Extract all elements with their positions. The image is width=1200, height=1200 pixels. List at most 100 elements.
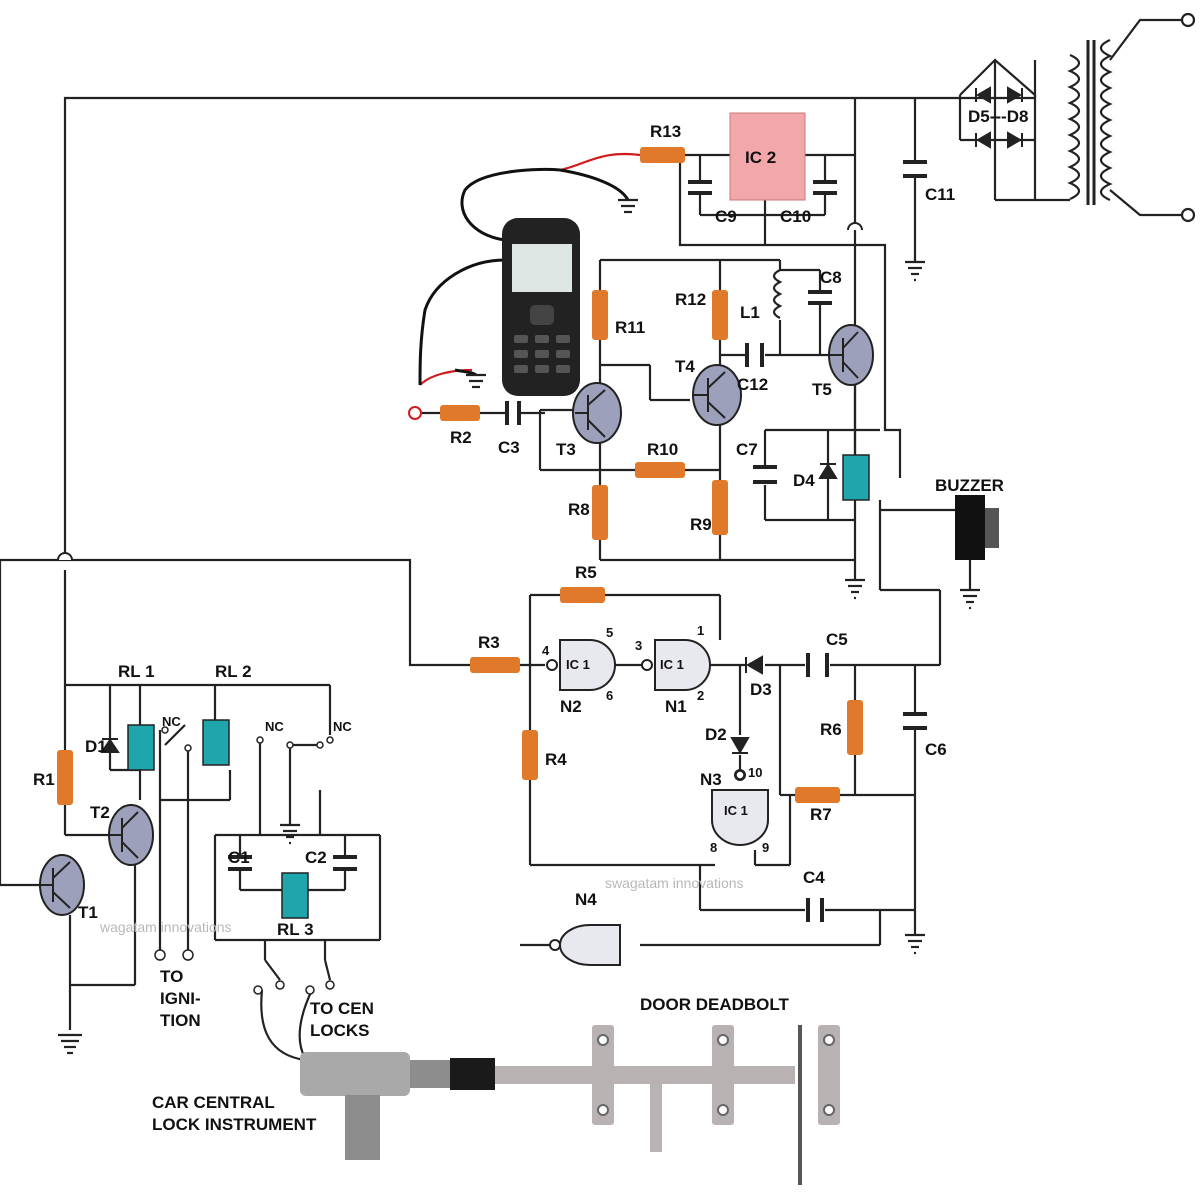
- label-c10: C10: [780, 207, 811, 226]
- diode-d2: [730, 737, 750, 755]
- label-rl3: RL 3: [277, 920, 314, 939]
- label-nc-rl2b: NC: [333, 719, 352, 734]
- label-c6: C6: [925, 740, 947, 759]
- label-r12: R12: [675, 290, 706, 309]
- label-c1: C1: [228, 848, 250, 867]
- door-deadbolt: [495, 1025, 840, 1185]
- label-n1: N1: [665, 697, 687, 716]
- label-nc-rl1: NC: [162, 714, 181, 729]
- relay-buzzer-driver: [842, 454, 870, 501]
- car-central-lock-actuator: [300, 1052, 495, 1160]
- capacitor-c6: [903, 712, 927, 730]
- label-n4: N4: [575, 890, 597, 909]
- diode-d1: [100, 738, 120, 753]
- label-to-ignition-2: IGNI-: [160, 989, 201, 1008]
- label-t4: T4: [675, 357, 695, 376]
- label-ic2: IC 2: [745, 148, 776, 167]
- label-c9: C9: [715, 207, 737, 226]
- ground-symbols: [58, 198, 980, 1055]
- label-t2: T2: [90, 803, 110, 822]
- label-t5: T5: [812, 380, 832, 399]
- ground-icon: [58, 1033, 82, 1055]
- resistor-r13: [640, 147, 685, 163]
- transistor-t1: [39, 854, 85, 916]
- label-nc-rl2a: NC: [265, 719, 284, 734]
- watermark: wagatam innovations: [99, 919, 232, 935]
- ground-icon: [905, 260, 925, 282]
- resistors: [57, 147, 863, 805]
- label-c11: C11: [925, 185, 955, 204]
- ground-icon: [618, 198, 638, 214]
- label-r10: R10: [647, 440, 678, 459]
- label-door-deadbolt: DOOR DEADBOLT: [640, 995, 790, 1014]
- label-d2: D2: [705, 725, 727, 744]
- label-buzzer: BUZZER: [935, 476, 1004, 495]
- diode-d5: [975, 86, 991, 104]
- gate-n3: [711, 789, 769, 846]
- watermark: swagatam innovations: [605, 875, 744, 891]
- label-r7: R7: [810, 805, 832, 824]
- transistor-t3: [572, 382, 622, 444]
- label-r9: R9: [690, 515, 712, 534]
- transistor-t4: [692, 364, 742, 426]
- label-car-lock-2: LOCK INSTRUMENT: [152, 1115, 317, 1134]
- buzzer-icon: [955, 495, 999, 560]
- label-rl1: RL 1: [118, 662, 155, 681]
- label-c7: C7: [736, 440, 758, 459]
- label-t1: T1: [78, 903, 98, 922]
- label-n2: N2: [560, 697, 582, 716]
- label-to-ignition-1: TO: [160, 967, 183, 986]
- label-r1: R1: [33, 770, 55, 789]
- relay-rl2: [202, 719, 230, 766]
- label-pin3: 3: [635, 638, 642, 653]
- label-pin2: 2: [697, 688, 704, 703]
- relays: [127, 454, 870, 919]
- capacitor-c9: [688, 180, 712, 195]
- gate-n2: [559, 639, 616, 691]
- label-rl2: RL 2: [215, 662, 252, 681]
- label-r3: R3: [478, 633, 500, 652]
- label-d3: D3: [750, 680, 772, 699]
- label-pin1: 1: [697, 623, 704, 638]
- resistor-r2: [440, 405, 480, 421]
- label-l1: L1: [740, 303, 760, 322]
- transistor-t5: [828, 324, 874, 386]
- resistor-r8: [592, 485, 608, 540]
- label-r5: R5: [575, 563, 597, 582]
- capacitor-c4: [806, 898, 824, 922]
- ground-icon: [466, 373, 486, 389]
- label-ic1-n3: IC 1: [724, 803, 748, 818]
- transistor-t2: [108, 804, 154, 866]
- logic-gates: [546, 639, 769, 966]
- label-to-ignition-3: TION: [160, 1011, 201, 1030]
- capacitor-c11: [903, 160, 927, 178]
- diodes: [100, 86, 1023, 755]
- relay-rl3: [281, 872, 309, 919]
- label-c5: C5: [826, 630, 848, 649]
- ground-icon: [845, 578, 865, 600]
- resistor-r7: [795, 787, 840, 803]
- resistor-r5: [560, 587, 605, 603]
- label-r4: R4: [545, 750, 567, 769]
- label-to-cen-locks-2: LOCKS: [310, 1021, 370, 1040]
- label-pin4: 4: [542, 643, 550, 658]
- label-r6: R6: [820, 720, 842, 739]
- ground-icon: [905, 933, 925, 955]
- diode-d7: [975, 131, 991, 149]
- capacitor-c10: [813, 180, 837, 195]
- gate-n1: [654, 639, 711, 691]
- label-pin8: 8: [710, 840, 717, 855]
- input-terminal-icon: [408, 406, 422, 420]
- resistor-r4: [522, 730, 538, 780]
- resistor-r3: [470, 657, 520, 673]
- inductor-l1: [772, 269, 783, 319]
- capacitor-c5: [806, 653, 829, 677]
- label-r13: R13: [650, 122, 681, 141]
- capacitor-c2: [333, 855, 357, 871]
- label-d1: D1: [85, 737, 107, 756]
- phone-cables: [418, 167, 630, 386]
- label-c8: C8: [820, 268, 842, 287]
- resistor-r10: [635, 462, 685, 478]
- crossover-hops: [57, 222, 863, 561]
